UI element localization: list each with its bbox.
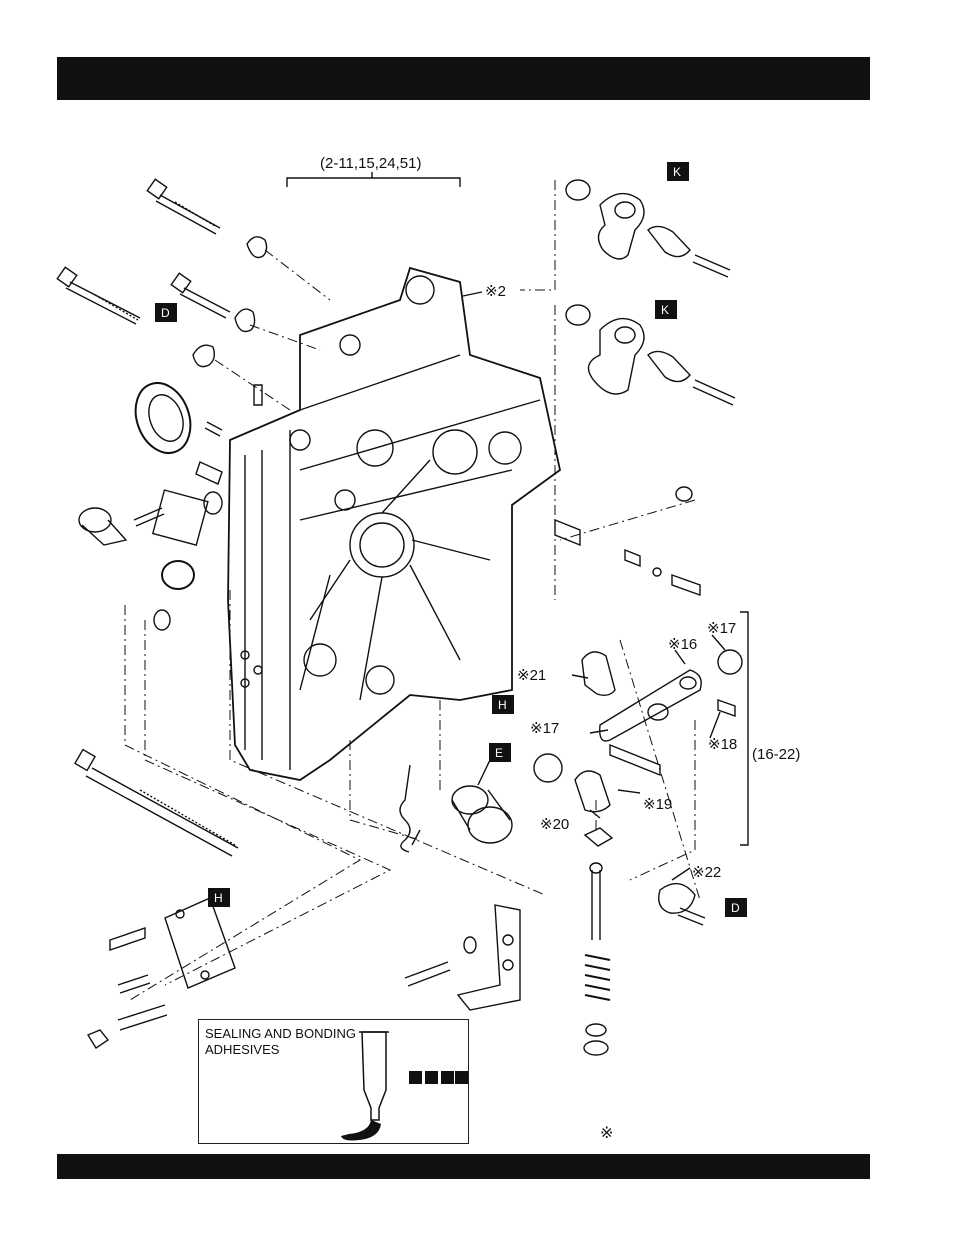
part18-label: ※18 (708, 736, 737, 753)
subgroup-label: (16-22) (752, 746, 800, 763)
short-stud (205, 422, 222, 436)
collar-17b (534, 754, 562, 782)
svg-text:H: H (498, 698, 507, 712)
washer-3 (193, 345, 214, 366)
note-symbol: ※ (600, 1123, 613, 1143)
pin-19 (610, 745, 660, 775)
spring (585, 955, 610, 1000)
pin-small (625, 550, 640, 566)
part19-label: ※19 (643, 796, 672, 813)
cover-plate-small (153, 490, 208, 545)
washer-2 (235, 309, 255, 331)
bolt-22 (678, 908, 705, 925)
part16-label: ※16 (668, 636, 697, 653)
letter-box-e1: E (489, 743, 511, 762)
letter-box-k1: K (667, 162, 689, 181)
long-through-bolt (75, 750, 238, 856)
svg-text:E: E (495, 746, 503, 760)
letter-box-d1: D (155, 303, 177, 322)
part20-label: ※20 (540, 816, 569, 833)
svg-text:K: K (661, 303, 669, 317)
cap-22 (659, 884, 695, 914)
o-ring-3 (154, 610, 170, 630)
part17b-label: ※17 (530, 720, 559, 737)
washer-k2 (566, 305, 590, 325)
svg-text:D: D (731, 901, 740, 915)
seat-bottom (584, 1041, 608, 1055)
svg-text:D: D (161, 306, 170, 320)
stud-bottom (118, 975, 150, 993)
subgroup-bracket (740, 612, 748, 845)
lever-k1 (598, 194, 644, 259)
legend-square-2 (425, 1071, 438, 1084)
bolt-k2 (693, 380, 735, 405)
plug-nut (79, 508, 126, 545)
o-ring-large (162, 561, 194, 589)
lever-16 (600, 670, 702, 741)
group-range-label: (2-11,15,24,51) (320, 155, 421, 172)
lever-k2 (588, 319, 644, 394)
governor-rod (592, 870, 600, 940)
bolt-long-left (57, 267, 140, 324)
o-ring-small (204, 492, 222, 514)
oil-seal (126, 375, 199, 460)
collar-17a (718, 650, 742, 674)
legend-square-3 (441, 1071, 454, 1084)
washer-plate (585, 828, 612, 846)
stud (254, 385, 262, 405)
svg-text:K: K (673, 165, 681, 179)
pin-k1 (648, 226, 690, 256)
legend-square-4 (455, 1071, 468, 1084)
washer-bottom (586, 1024, 606, 1036)
pin-18 (718, 700, 735, 716)
l-bracket (458, 905, 520, 1010)
part21-label: ※21 (517, 667, 546, 684)
part17a-label: ※17 (707, 620, 736, 637)
ring-small (653, 568, 661, 576)
torsion-spring (400, 765, 410, 852)
bracket-21 (582, 652, 615, 696)
letter-box-k2: K (655, 300, 677, 319)
bolt-k1 (693, 255, 730, 277)
adhesive-legend-box: SEALING AND BONDING ADHESIVES (198, 1019, 469, 1144)
stud-bottom-2 (118, 1005, 167, 1030)
bushing (452, 786, 512, 843)
part2-label: ※2 (485, 283, 506, 300)
pin-long (672, 575, 700, 595)
washer-k1 (566, 180, 590, 200)
sleeve (555, 520, 580, 545)
letter-box-h1: H (492, 695, 514, 714)
group-bracket (287, 172, 460, 187)
nut-bottom (88, 1030, 108, 1048)
svg-text:H: H (214, 891, 223, 905)
part22-label: ※22 (692, 864, 721, 881)
fitting (196, 462, 222, 484)
bracket-bolt (405, 962, 450, 986)
legend-square-1 (409, 1071, 422, 1084)
washer-1 (247, 237, 267, 258)
bolt-bottom-1 (110, 928, 145, 950)
bolt-top-left (147, 179, 220, 234)
letter-box-h2: H (208, 888, 230, 907)
letter-box-d2: D (725, 898, 747, 917)
plug-small (676, 487, 692, 501)
plate-20 (575, 771, 610, 812)
pin-k2 (648, 351, 690, 381)
bracket-washer (464, 937, 476, 953)
bolt-mid-left (171, 273, 230, 318)
